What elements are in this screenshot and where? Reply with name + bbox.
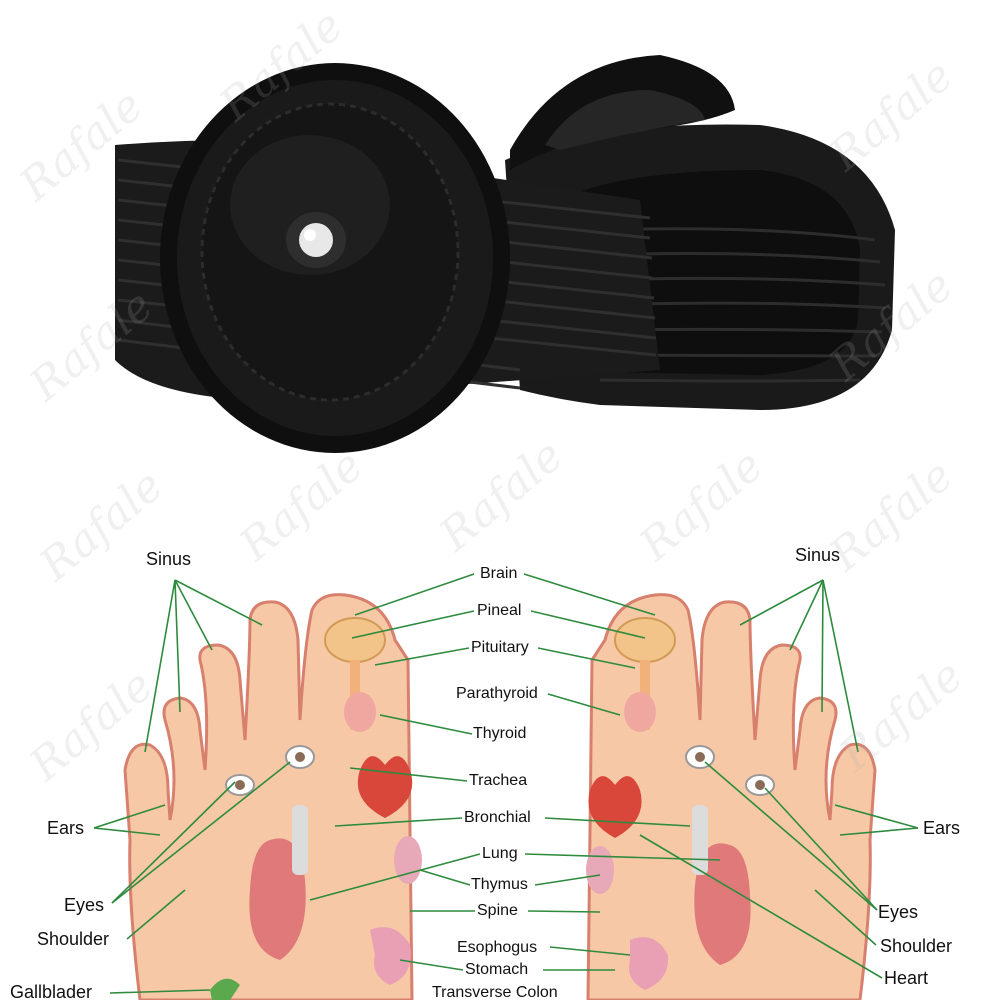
stomach-icon (370, 927, 411, 985)
label-gallbladder: Gallblader (10, 982, 93, 1000)
leader-lines (93, 573, 919, 994)
label-ears-right: Ears (923, 818, 961, 838)
label-eyes-left: Eyes (64, 895, 105, 915)
label-thyroid: Thyroid (473, 725, 527, 742)
heart-icon (357, 756, 413, 818)
leather-disc (160, 63, 510, 453)
brain-icon (324, 617, 386, 663)
label-pituitary: Pituitary (471, 639, 529, 656)
label-brain: Brain (480, 565, 518, 582)
label-thymus: Thymus (471, 876, 528, 893)
label-heart: Heart (884, 968, 929, 988)
label-spine: Spine (477, 902, 518, 919)
left-foot-illustration (123, 593, 414, 1000)
thyroid-icon (344, 692, 376, 732)
right-foot-illustration (586, 593, 877, 1000)
lung-icon (249, 838, 306, 960)
reflexology-chart (93, 573, 919, 1000)
label-sinus-right: Sinus (795, 545, 841, 565)
label-eyes-right: Eyes (878, 902, 919, 922)
label-stomach: Stomach (465, 961, 529, 978)
label-transverse-colon: Transverse Colon (432, 984, 558, 1000)
label-sinus-left: Sinus (146, 549, 192, 569)
label-esophogus: Esophogus (457, 939, 538, 956)
product-photo (115, 55, 895, 453)
label-pineal: Pineal (477, 602, 522, 619)
left-organs (210, 617, 422, 1000)
label-bronchial: Bronchial (464, 809, 531, 826)
right-organs (586, 617, 775, 990)
label-shoulder-left: Shoulder (37, 929, 110, 949)
label-shoulder-right: Shoulder (880, 936, 953, 956)
acupressure-stud-icon (299, 223, 333, 257)
label-trachea: Trachea (469, 772, 528, 789)
gallbladder-icon (210, 978, 240, 1000)
spine-icon (292, 805, 308, 875)
label-parathyroid: Parathyroid (456, 685, 538, 702)
label-ears-left: Ears (47, 818, 85, 838)
label-lung: Lung (482, 845, 518, 862)
